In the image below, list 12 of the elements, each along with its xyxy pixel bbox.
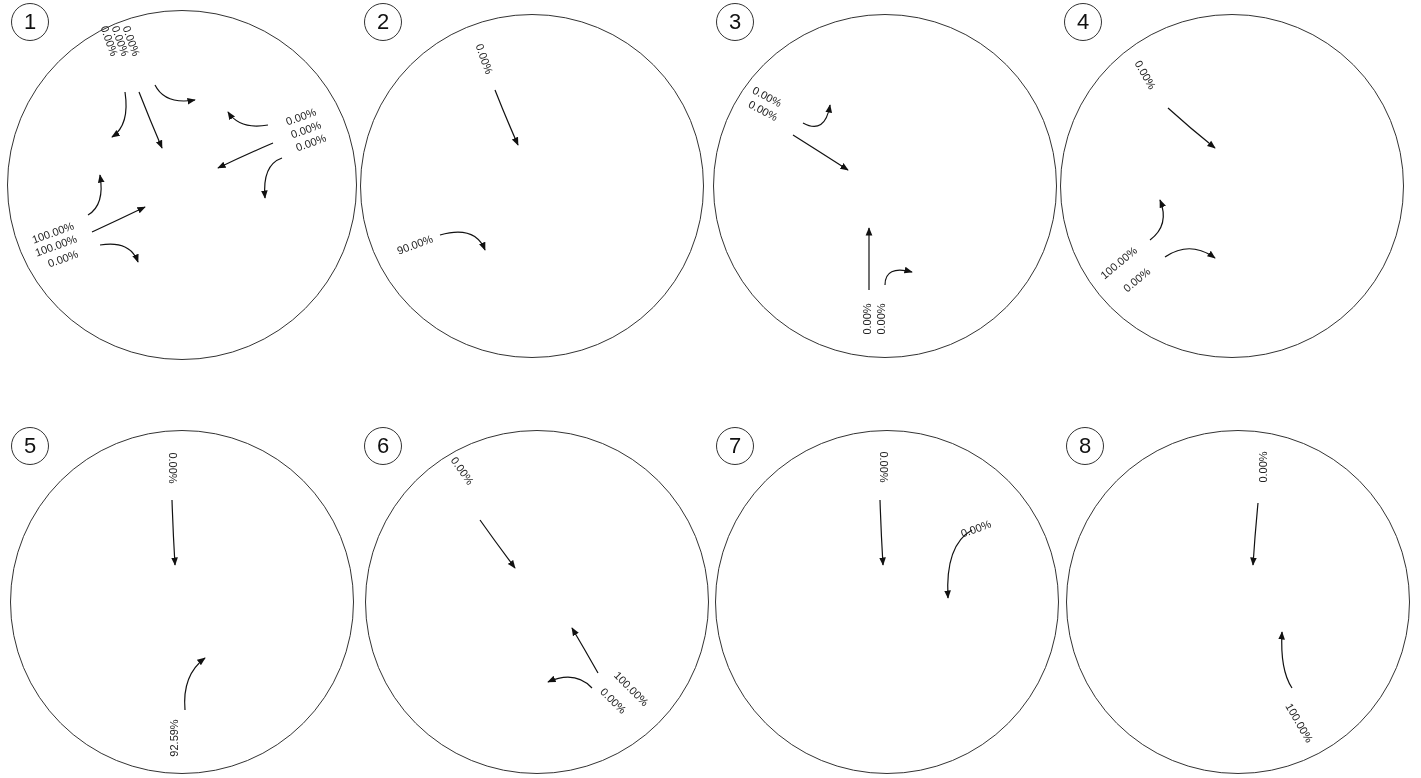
panel-number: 3: [716, 3, 754, 41]
panel-number: 1: [11, 3, 49, 41]
percentage-label: 0.00%: [1257, 451, 1269, 483]
panel-number: 2: [364, 3, 402, 41]
percentage-label: 0.00%: [875, 303, 887, 335]
panel-number: 4: [1064, 3, 1102, 41]
percentage-label: 0.00%: [877, 451, 889, 483]
percentage-label: 0.00%: [166, 452, 178, 484]
percentage-label: 0.00%: [861, 303, 873, 335]
percentage-label: 92.59%: [168, 719, 180, 757]
percentage-label: 0.00%: [473, 42, 495, 76]
percentage-label: 0.00%: [959, 518, 993, 540]
